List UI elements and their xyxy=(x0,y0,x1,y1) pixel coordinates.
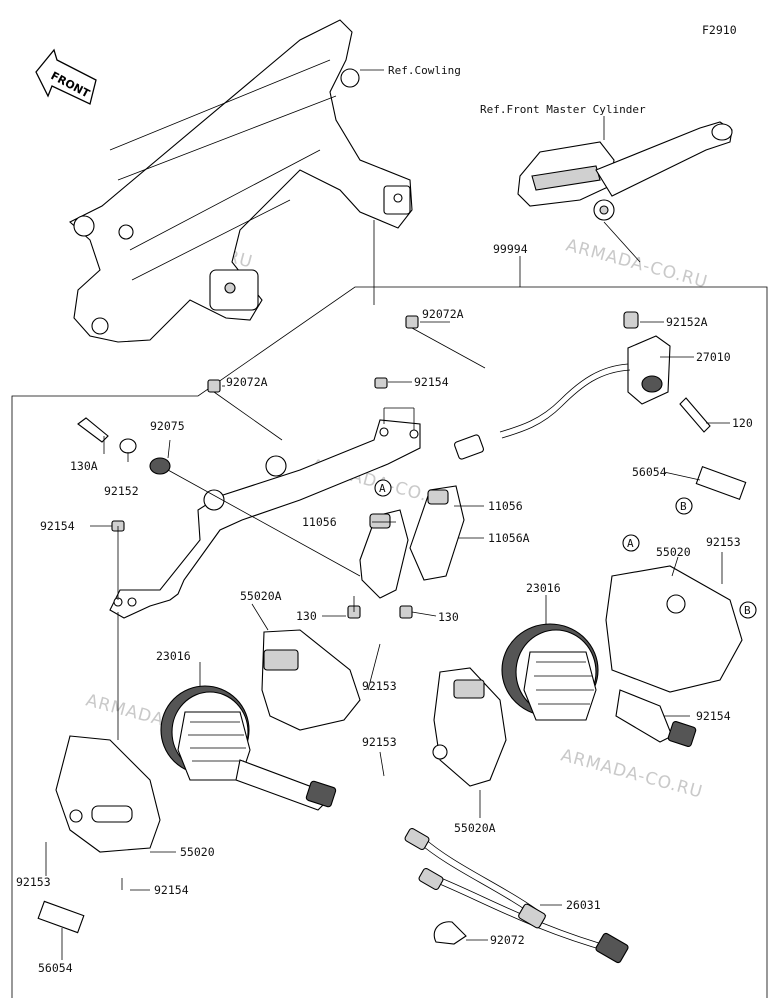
master-cylinder-drawing xyxy=(517,121,733,263)
ref-cowling: Ref.Cowling xyxy=(388,64,461,77)
left-lamp-drawing xyxy=(55,629,361,853)
callout-92154-right: 92154 xyxy=(696,709,731,723)
callout-120: 120 xyxy=(732,416,753,430)
callout-55020-bottom: 55020 xyxy=(180,845,215,859)
clamp-brackets-drawing xyxy=(359,485,465,599)
callout-27010: 27010 xyxy=(696,350,731,364)
callout-55020a-bottom: 55020A xyxy=(454,821,496,835)
marker-a-circle xyxy=(622,534,640,552)
leader-lines xyxy=(45,69,730,960)
ref-master-cylinder: Ref.Front Master Cylinder xyxy=(480,103,646,116)
callout-92072a-top: 92072A xyxy=(422,307,464,321)
callout-92153-right: 92153 xyxy=(706,535,741,549)
callout-23016-right: 23016 xyxy=(526,581,561,595)
callout-92072: 92072 xyxy=(490,933,525,947)
assembly-boundary xyxy=(11,220,768,998)
front-arrow-icon: FRONT xyxy=(35,48,97,105)
callout-130-right: 130 xyxy=(438,610,459,624)
callout-56054-top: 56054 xyxy=(632,465,667,479)
subframe-drawing xyxy=(69,19,413,343)
callout-92075: 92075 xyxy=(150,419,185,433)
callout-92154-left: 92154 xyxy=(40,519,75,533)
marker-b: B xyxy=(744,604,751,617)
callout-92153-left: 92153 xyxy=(16,875,51,889)
watermark: ARMADA-CO.RU xyxy=(564,236,710,293)
callout-92152: 92152 xyxy=(104,484,139,498)
reference-markers: A A B B xyxy=(374,479,757,619)
labels: F2910 Ref.Cowling Ref.Front Master Cylin… xyxy=(16,23,753,975)
marker-b: B xyxy=(680,500,687,513)
callout-92153-center: 92153 xyxy=(362,735,397,749)
callout-11056a: 11056A xyxy=(488,531,530,545)
callout-23016-left: 23016 xyxy=(156,649,191,663)
callout-92152a: 92152A xyxy=(666,315,708,329)
fastener-drawings xyxy=(77,315,486,619)
right-lamp-drawing xyxy=(432,565,743,787)
callout-92072a-left: 92072A xyxy=(226,375,268,389)
callout-92154-top: 92154 xyxy=(414,375,449,389)
marker-a: A xyxy=(627,537,634,550)
callout-11056-a: 11056 xyxy=(488,499,523,513)
marker-a-circle xyxy=(374,479,392,497)
watermark: ARMADA-CO.RU xyxy=(559,746,705,803)
callout-26031: 26031 xyxy=(566,898,601,912)
mounting-bracket-drawing xyxy=(109,419,421,619)
boundary-line xyxy=(11,286,768,998)
callout-99994: 99994 xyxy=(493,242,528,256)
marker-b-circle xyxy=(675,497,693,515)
callout-11056-b: 11056 xyxy=(302,515,337,529)
figure-code: F2910 xyxy=(702,23,737,37)
switch-drawing xyxy=(454,311,711,460)
callout-92153-mid: 92153 xyxy=(362,679,397,693)
callout-130-left: 130 xyxy=(296,609,317,623)
marker-b-circle xyxy=(739,601,757,619)
callout-55020a-top: 55020A xyxy=(240,589,282,603)
harness-drawing xyxy=(37,465,747,964)
callout-92154-bottom: 92154 xyxy=(154,883,189,897)
callout-56054-bottom: 56054 xyxy=(38,961,73,975)
callout-55020-top: 55020 xyxy=(656,545,691,559)
marker-a: A xyxy=(379,482,386,495)
callout-130a: 130A xyxy=(70,459,98,473)
